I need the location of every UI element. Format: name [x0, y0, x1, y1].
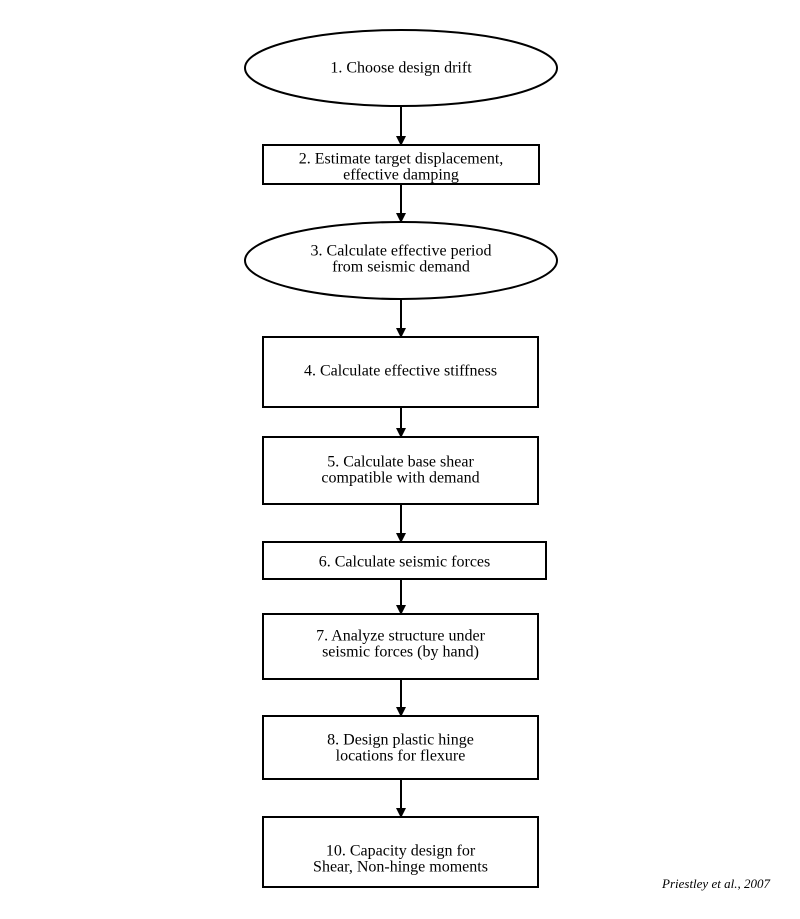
step-ellipse — [244, 221, 558, 300]
step-label-line: locations for flexure — [336, 747, 466, 764]
step-label-line: 6. Calculate seismic forces — [319, 553, 491, 570]
step-label-line: Shear, Non-hinge moments — [313, 858, 488, 875]
step-label-line: 4. Calculate effective stiffness — [304, 362, 497, 379]
step-label-line: 7. Analyze structure under — [316, 627, 486, 644]
step-box — [262, 715, 539, 780]
step-label-line: effective damping — [343, 166, 459, 183]
step-label-line: compatible with demand — [321, 469, 479, 486]
step-ellipse — [244, 29, 558, 107]
step-box — [262, 336, 539, 408]
step-label-line: 1. Choose design drift — [330, 59, 472, 76]
citation: Priestley et al., 2007 — [662, 876, 770, 891]
step-label-line: seismic forces (by hand) — [322, 643, 479, 660]
step-box — [262, 816, 539, 888]
step-1: 1. Choose design drift — [244, 29, 558, 107]
steps: 1. Choose design drift 2. Estimate target… — [244, 29, 558, 888]
step-label-line: from seismic demand — [332, 258, 470, 275]
step-label-line: 3. Calculate effective period — [311, 242, 492, 259]
step-label-line: 8. Design plastic hinge — [327, 731, 474, 748]
step-label-line: 10. Capacity design for — [326, 842, 476, 859]
step-6: 6. Calculate seismic forces — [262, 541, 547, 580]
step-label-line: 5. Calculate base shear — [327, 453, 474, 470]
step-2: 2. Estimate target displacement,effectiv… — [262, 144, 540, 185]
step-box — [262, 144, 540, 185]
step-label-line: 2. Estimate target displacement, — [299, 150, 504, 167]
step-box — [262, 613, 539, 680]
step-box — [262, 436, 539, 505]
step-4: 4. Calculate effective stiffness — [262, 336, 539, 408]
step-box — [262, 541, 547, 580]
